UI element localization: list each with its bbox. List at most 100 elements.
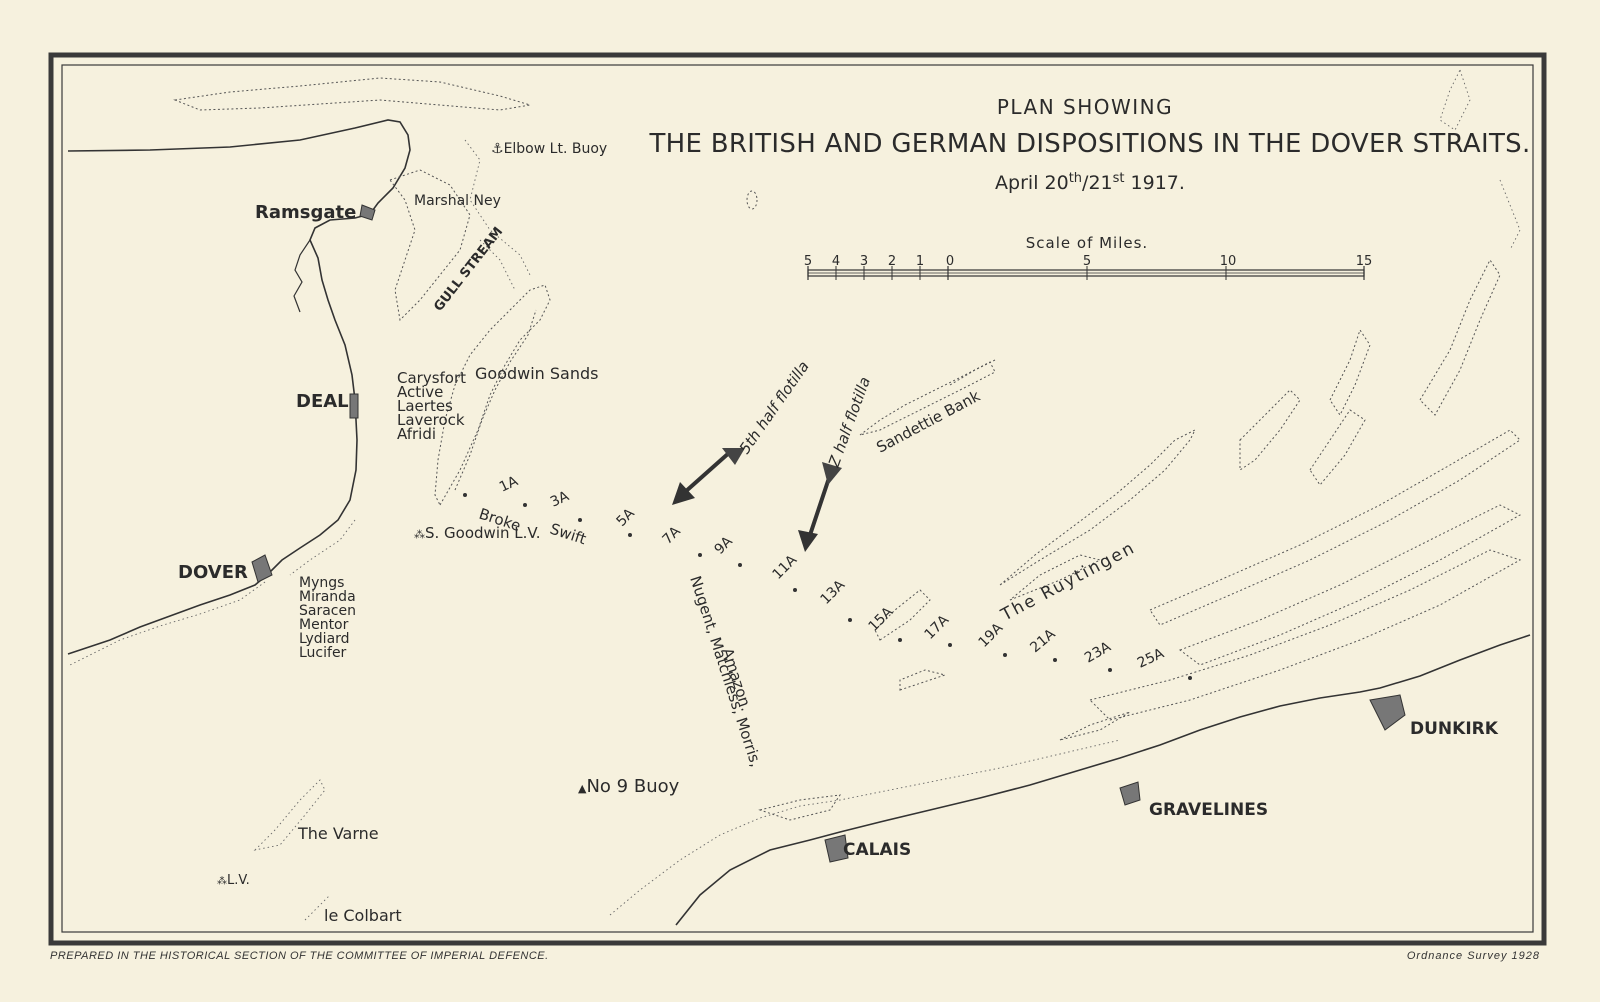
- title-line2: THE BRITISH AND GERMAN DISPOSITIONS IN T…: [648, 129, 1530, 159]
- buoy-label-5: 11A: [770, 552, 801, 583]
- s-goodwin-text: S. Goodwin L.V.: [425, 524, 541, 542]
- sandettie-bank-shoal: [859, 361, 996, 436]
- goodwin-sands-shoal: [434, 284, 551, 507]
- label-gull-stream: GULL STREAM: [431, 224, 506, 314]
- dover-ship-1: Miranda: [299, 589, 356, 605]
- no9-buoy-text: No 9 Buoy: [586, 776, 679, 797]
- buoy-label-11: 23A: [1082, 639, 1114, 667]
- scale-tick-7: 10: [1220, 254, 1237, 269]
- scale-tick-3: 2: [888, 254, 896, 269]
- buoy-label-3: 7A: [660, 523, 685, 548]
- ruytingen-bank-1: [999, 428, 1197, 586]
- label-deal: DEAL: [296, 391, 349, 412]
- label-gravelines: GRAVELINES: [1149, 800, 1268, 820]
- dover-ship-list: Myngs Miranda Saracen Mentor Lydiard Luc…: [299, 575, 356, 661]
- deal-ship-3: Laverock: [397, 411, 465, 429]
- lv-text: L.V.: [227, 873, 250, 888]
- scale-tick-4: 1: [916, 254, 924, 269]
- gull-sands: [464, 139, 531, 291]
- label-the-varne: The Varne: [297, 824, 379, 843]
- scale-tick-1: 4: [832, 254, 840, 269]
- title-date: April 20th/21st 1917.: [995, 171, 1185, 194]
- english-foreshore: [69, 519, 356, 666]
- lightvessel-icon: ⁂: [414, 528, 425, 541]
- deal-marker: [349, 393, 359, 419]
- label-dover: DOVER: [178, 562, 248, 583]
- dover-ship-4: Lydiard: [299, 631, 350, 647]
- gravelines-marker: [1119, 781, 1141, 806]
- label-elbow-buoy: ⚓Elbow Lt. Buoy: [491, 141, 607, 157]
- flemish-bank-8: [1439, 68, 1521, 251]
- dover-ship-5: Lucifer: [299, 645, 347, 661]
- buoy-label-7: 15A: [866, 604, 897, 635]
- calais-marker: [824, 834, 849, 863]
- flemish-bank-4: [1239, 389, 1301, 471]
- buoy-icon: ▲: [578, 782, 587, 795]
- dover-ship-2: Saracen: [299, 603, 356, 619]
- dover-marker: [251, 554, 273, 583]
- date-year: 1917.: [1125, 172, 1185, 194]
- date-sup-2: st: [1113, 171, 1125, 186]
- label-sandettie: Sandettie Bank: [873, 387, 983, 457]
- label-no9-buoy: ▲No 9 Buoy: [578, 776, 680, 797]
- scale-tick-6: 5: [1083, 254, 1091, 269]
- north-sands: [173, 77, 531, 111]
- town-markers: [251, 204, 1406, 863]
- flemish-bank-7: [1309, 409, 1366, 486]
- buoy-label-9: 19A: [976, 620, 1007, 651]
- deal-ship-list: Carysfort Active Laertes Laverock Afridi: [397, 369, 466, 443]
- buoy-label-1: 3A: [548, 488, 572, 510]
- river-stour: [293, 239, 311, 313]
- deal-ship-2: Laertes: [397, 397, 453, 415]
- map-border-outer: [48, 52, 1547, 946]
- label-dunkirk: DUNKIRK: [1410, 719, 1499, 739]
- french-coastline: [675, 634, 1531, 926]
- label-fifth-half-flotilla: 5th half flotilla: [736, 358, 813, 458]
- barrage-buoy-dots: [463, 493, 1192, 680]
- ruytingen-bank-2: [1009, 554, 1102, 601]
- scale-tick-2: 3: [860, 254, 868, 269]
- footer-survey: Ordnance Survey 1928: [1406, 950, 1540, 962]
- sandettie-north: [949, 359, 996, 386]
- label-marshal-ney: Marshal Ney: [414, 193, 501, 209]
- buoy-label-8: 17A: [922, 612, 953, 643]
- elbow-buoy-text: Elbow Lt. Buoy: [504, 141, 608, 157]
- label-le-colbart: le Colbart: [324, 906, 402, 925]
- flemish-bank-3: [1089, 549, 1522, 721]
- varne-shoal: [253, 779, 326, 851]
- label-lv: ⁂L.V.: [217, 873, 250, 888]
- dover-ship-3: Mentor: [299, 617, 349, 633]
- flemish-bank-6: [1419, 259, 1501, 416]
- ruytingen-bank-3: [874, 589, 931, 641]
- lightvessel-icon-2: ⁂: [217, 875, 227, 887]
- z-half-flotilla-arrow: [798, 462, 842, 552]
- buoy-label-0: 1A: [497, 473, 521, 495]
- ramsgate-marker: [359, 204, 376, 221]
- dyck-bank: [1059, 711, 1131, 741]
- label-swift: Swift: [548, 520, 589, 549]
- scale-tick-0: 5: [804, 254, 812, 269]
- deal-ship-0: Carysfort: [397, 369, 466, 387]
- scale-ticks: 5 4 3 2 1 0 5 10 15: [804, 254, 1372, 269]
- buoy-label-4: 9A: [712, 533, 737, 558]
- small-shoal-1: [746, 190, 758, 210]
- label-ruytingen: The Ruytingen: [997, 538, 1139, 626]
- ruytingen-bank-4: [899, 669, 947, 691]
- french-foreshore: [609, 739, 1121, 916]
- label-goodwin-sands: Goodwin Sands: [475, 364, 598, 383]
- map-border-inner: [61, 64, 1534, 933]
- buoy-label-6: 13A: [818, 577, 849, 608]
- scale-tick-5: 0: [946, 254, 954, 269]
- scale-bar: [807, 266, 1365, 280]
- calais-shoal: [758, 794, 842, 821]
- date-mid: /21: [1082, 172, 1113, 194]
- date-sup-1: th: [1069, 171, 1082, 186]
- title-line1: PLAN SHOWING: [997, 95, 1173, 119]
- scale-tick-8: 15: [1356, 254, 1373, 269]
- scale-label: Scale of Miles.: [1026, 234, 1148, 252]
- deal-ship-1: Active: [397, 383, 443, 401]
- flemish-bank-5: [1329, 328, 1371, 416]
- buoy-label-12: 25A: [1135, 645, 1167, 671]
- label-calais: CALAIS: [843, 840, 911, 860]
